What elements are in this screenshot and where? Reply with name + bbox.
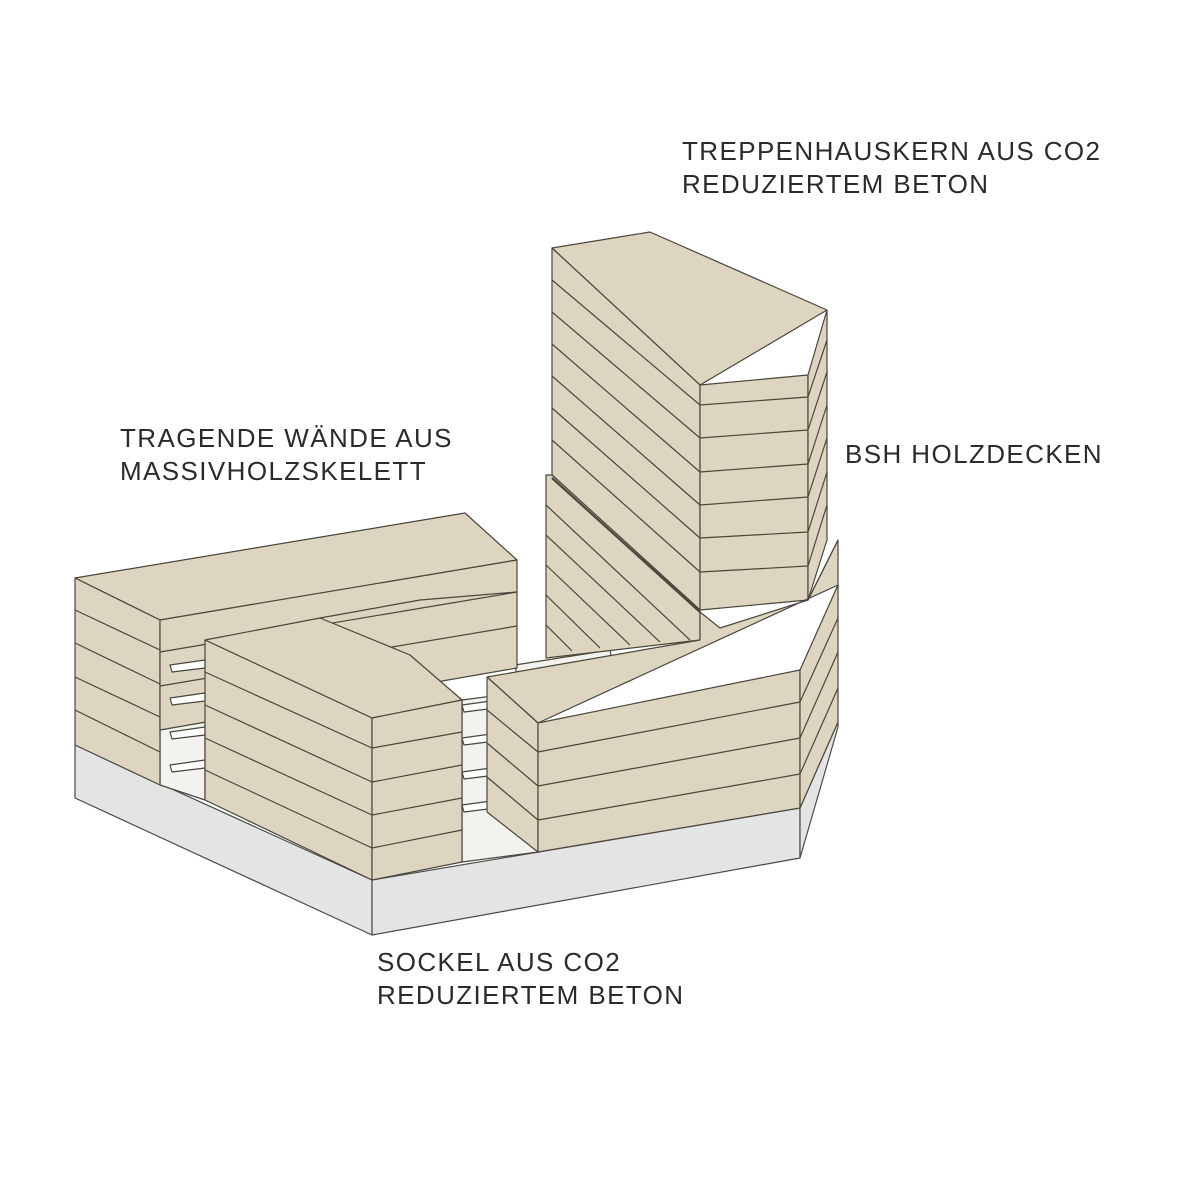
label-load-bearing-walls: TRAGENDE WÄNDE AUS MASSIVHOLZSKELETT	[120, 422, 453, 488]
tower-front-face	[699, 374, 809, 611]
tall-tower	[551, 231, 828, 611]
label-stair-core-line2: REDUZIERTEM BETON	[682, 169, 990, 199]
front-block-front-face	[371, 699, 463, 881]
label-timber-ceilings: BSH HOLZDECKEN	[845, 438, 1103, 471]
stair-core	[545, 474, 701, 659]
front-left-block	[204, 591, 518, 881]
label-base-line2: REDUZIERTEM BETON	[377, 980, 685, 1010]
left-block-left-face	[74, 577, 161, 786]
right-wing	[486, 539, 839, 853]
label-walls-line2: MASSIVHOLZSKELETT	[120, 456, 427, 486]
label-walls-line1: TRAGENDE WÄNDE AUS	[120, 423, 453, 453]
label-concrete-base: SOCKEL AUS CO2 REDUZIERTEM BETON	[377, 946, 684, 1012]
label-base-line1: SOCKEL AUS CO2	[377, 947, 622, 977]
label-ceilings-line1: BSH HOLZDECKEN	[845, 439, 1103, 469]
label-stair-core: TREPPENHAUSKERN AUS CO2 REDUZIERTEM BETO…	[682, 135, 1101, 201]
label-stair-core-line1: TREPPENHAUSKERN AUS CO2	[682, 136, 1102, 166]
